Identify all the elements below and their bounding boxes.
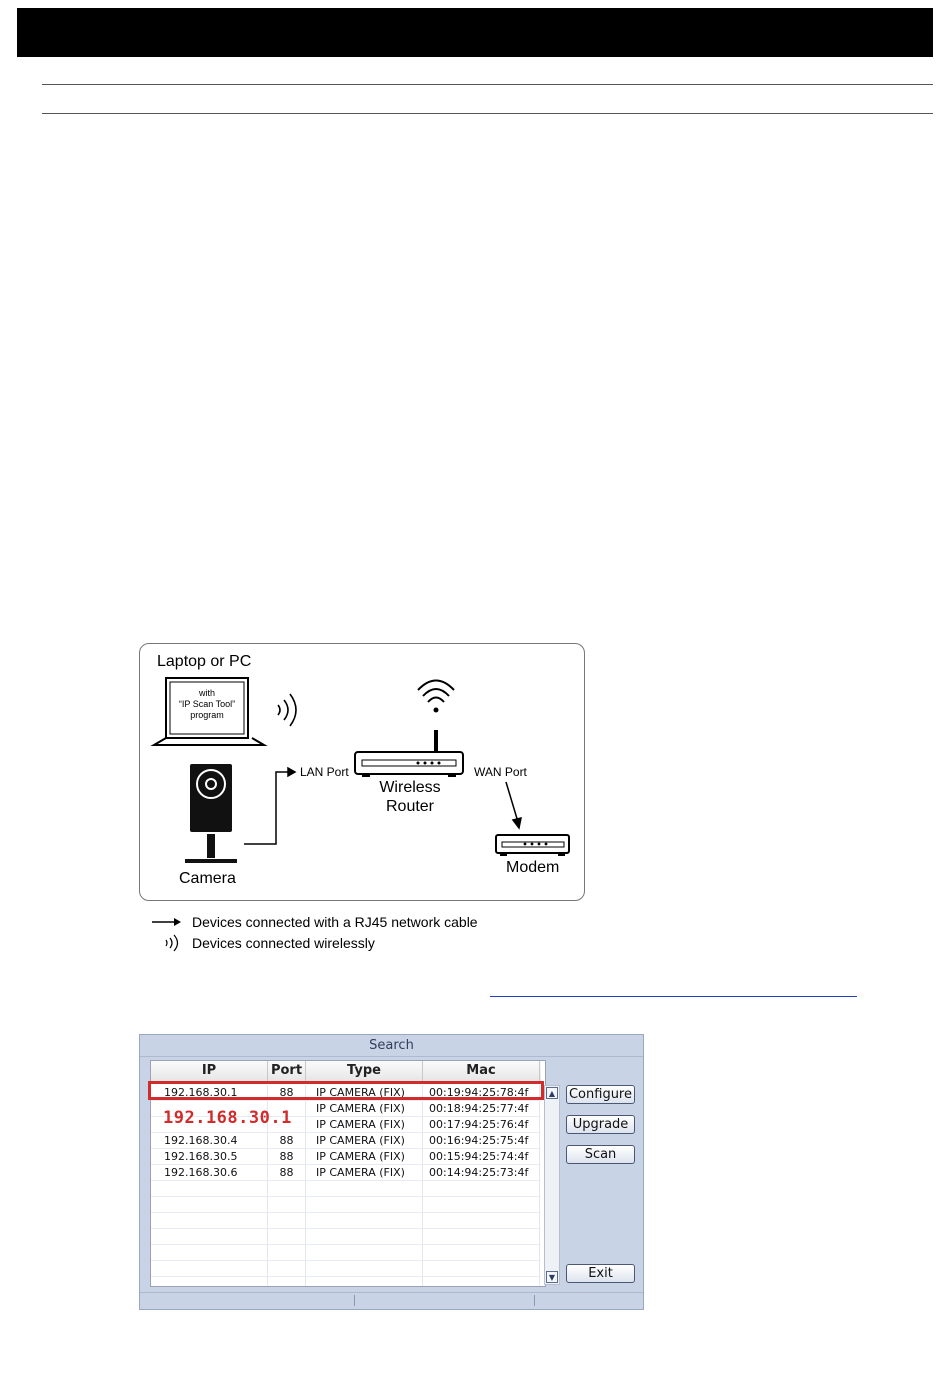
cell-ip	[151, 1101, 268, 1116]
list-scrollbar[interactable]: ▲ ▼	[544, 1085, 560, 1285]
header-rule-bottom	[42, 113, 933, 114]
cell-ip: 192.168.30.6	[151, 1165, 268, 1180]
empty-row	[151, 1197, 541, 1213]
screen-line-2: “IP Scan Tool”	[178, 699, 236, 709]
cell-mac: 00:14:94:25:73:4f	[423, 1165, 540, 1180]
exit-button[interactable]: Exit	[566, 1264, 635, 1283]
scan-button[interactable]: Scan	[566, 1145, 635, 1164]
cell-port	[268, 1117, 306, 1132]
cell-port: 88	[268, 1133, 306, 1148]
selected-row-highlight	[148, 1081, 544, 1100]
router-label-line2: Router	[385, 798, 435, 815]
cell-ip: 192.168.30.4	[151, 1133, 268, 1148]
cable-arrow-icon	[152, 918, 181, 926]
cell-port: 88	[268, 1085, 306, 1100]
search-window: Search IP Port Type Mac 192.168.30.1 88 …	[139, 1034, 644, 1310]
router-label-line1: Wireless	[379, 779, 441, 796]
window-title: Search	[140, 1036, 643, 1057]
cell-type: IP CAMERA (FIX)	[306, 1117, 423, 1132]
wan-port-label: WAN Port	[474, 765, 527, 779]
wireless-icon	[165, 934, 179, 952]
configure-button[interactable]: Configure	[566, 1085, 635, 1104]
laptop-label: Laptop or PC	[157, 653, 252, 670]
camera-icon	[185, 764, 237, 863]
router-icon	[354, 679, 464, 777]
table-row[interactable]: 192.168.30.5 88 IP CAMERA (FIX) 00:15:94…	[151, 1149, 541, 1165]
header-bar	[17, 8, 933, 57]
cell-type: IP CAMERA (FIX)	[306, 1101, 423, 1116]
cell-mac: 00:17:94:25:76:4f	[423, 1117, 540, 1132]
laptop-screen-text: with “IP Scan Tool” program	[170, 688, 244, 721]
column-mac[interactable]: Mac	[423, 1061, 540, 1081]
cable-camera-router	[244, 766, 297, 845]
column-type[interactable]: Type	[306, 1061, 423, 1081]
cell-port: 88	[268, 1165, 306, 1180]
cell-type: IP CAMERA (FIX)	[306, 1165, 423, 1180]
cell-ip	[151, 1117, 268, 1132]
empty-row	[151, 1213, 541, 1229]
table-row[interactable]: IP CAMERA (FIX) 00:17:94:25:76:4f	[151, 1117, 541, 1133]
empty-row	[151, 1277, 541, 1286]
modem-label: Modem	[506, 859, 560, 876]
scroll-up-icon[interactable]: ▲	[546, 1087, 558, 1099]
diagram-graphics	[150, 677, 570, 863]
cell-mac: 00:15:94:25:74:4f	[423, 1149, 540, 1164]
laptop-wireless-icon	[277, 693, 297, 727]
laptop-icon	[150, 677, 268, 746]
column-port[interactable]: Port	[268, 1061, 306, 1081]
status-bar	[140, 1292, 643, 1309]
cell-port	[268, 1101, 306, 1116]
empty-row	[151, 1245, 541, 1261]
cell-ip: 192.168.30.1	[151, 1085, 268, 1100]
empty-row	[151, 1181, 541, 1197]
empty-row	[151, 1261, 541, 1277]
upgrade-button[interactable]: Upgrade	[566, 1115, 635, 1134]
legend-cable-text: Devices connected with a RJ45 network ca…	[192, 914, 478, 930]
cell-port: 88	[268, 1149, 306, 1164]
cell-ip: 192.168.30.5	[151, 1149, 268, 1164]
table-row[interactable]: 192.168.30.6 88 IP CAMERA (FIX) 00:14:94…	[151, 1165, 541, 1181]
cell-type: IP CAMERA (FIX)	[306, 1149, 423, 1164]
cell-mac: 00:16:94:25:75:4f	[423, 1133, 540, 1148]
table-row[interactable]: 192.168.30.1 88 IP CAMERA (FIX) 00:19:94…	[151, 1085, 541, 1101]
hyperlink-underline[interactable]	[490, 996, 857, 997]
camera-label: Camera	[179, 870, 236, 887]
screen-line-3: program	[190, 710, 224, 720]
cell-type: IP CAMERA (FIX)	[306, 1133, 423, 1148]
table-row[interactable]: IP CAMERA (FIX) 00:18:94:25:77:4f	[151, 1101, 541, 1117]
scroll-down-icon[interactable]: ▼	[546, 1271, 558, 1283]
cable-router-modem	[505, 781, 522, 830]
legend-wireless-text: Devices connected wirelessly	[192, 935, 375, 951]
column-ip[interactable]: IP	[151, 1061, 268, 1081]
cell-mac: 00:18:94:25:77:4f	[423, 1101, 540, 1116]
list-rows: 192.168.30.1 88 IP CAMERA (FIX) 00:19:94…	[151, 1085, 541, 1286]
table-row[interactable]: 192.168.30.4 88 IP CAMERA (FIX) 00:16:94…	[151, 1133, 541, 1149]
header-rule-top	[42, 84, 933, 85]
highlighted-ip-callout: 192.168.30.1	[163, 1108, 292, 1128]
list-header: IP Port Type Mac	[151, 1061, 541, 1082]
lan-port-label: LAN Port	[300, 765, 349, 779]
screen-line-1: with	[198, 688, 215, 698]
cell-type: IP CAMERA (FIX)	[306, 1085, 423, 1100]
modem-icon	[495, 834, 570, 856]
cell-mac: 00:19:94:25:78:4f	[423, 1085, 540, 1100]
empty-row	[151, 1229, 541, 1245]
network-diagram: Laptop or PC with “IP Scan Tool” program…	[139, 643, 585, 901]
